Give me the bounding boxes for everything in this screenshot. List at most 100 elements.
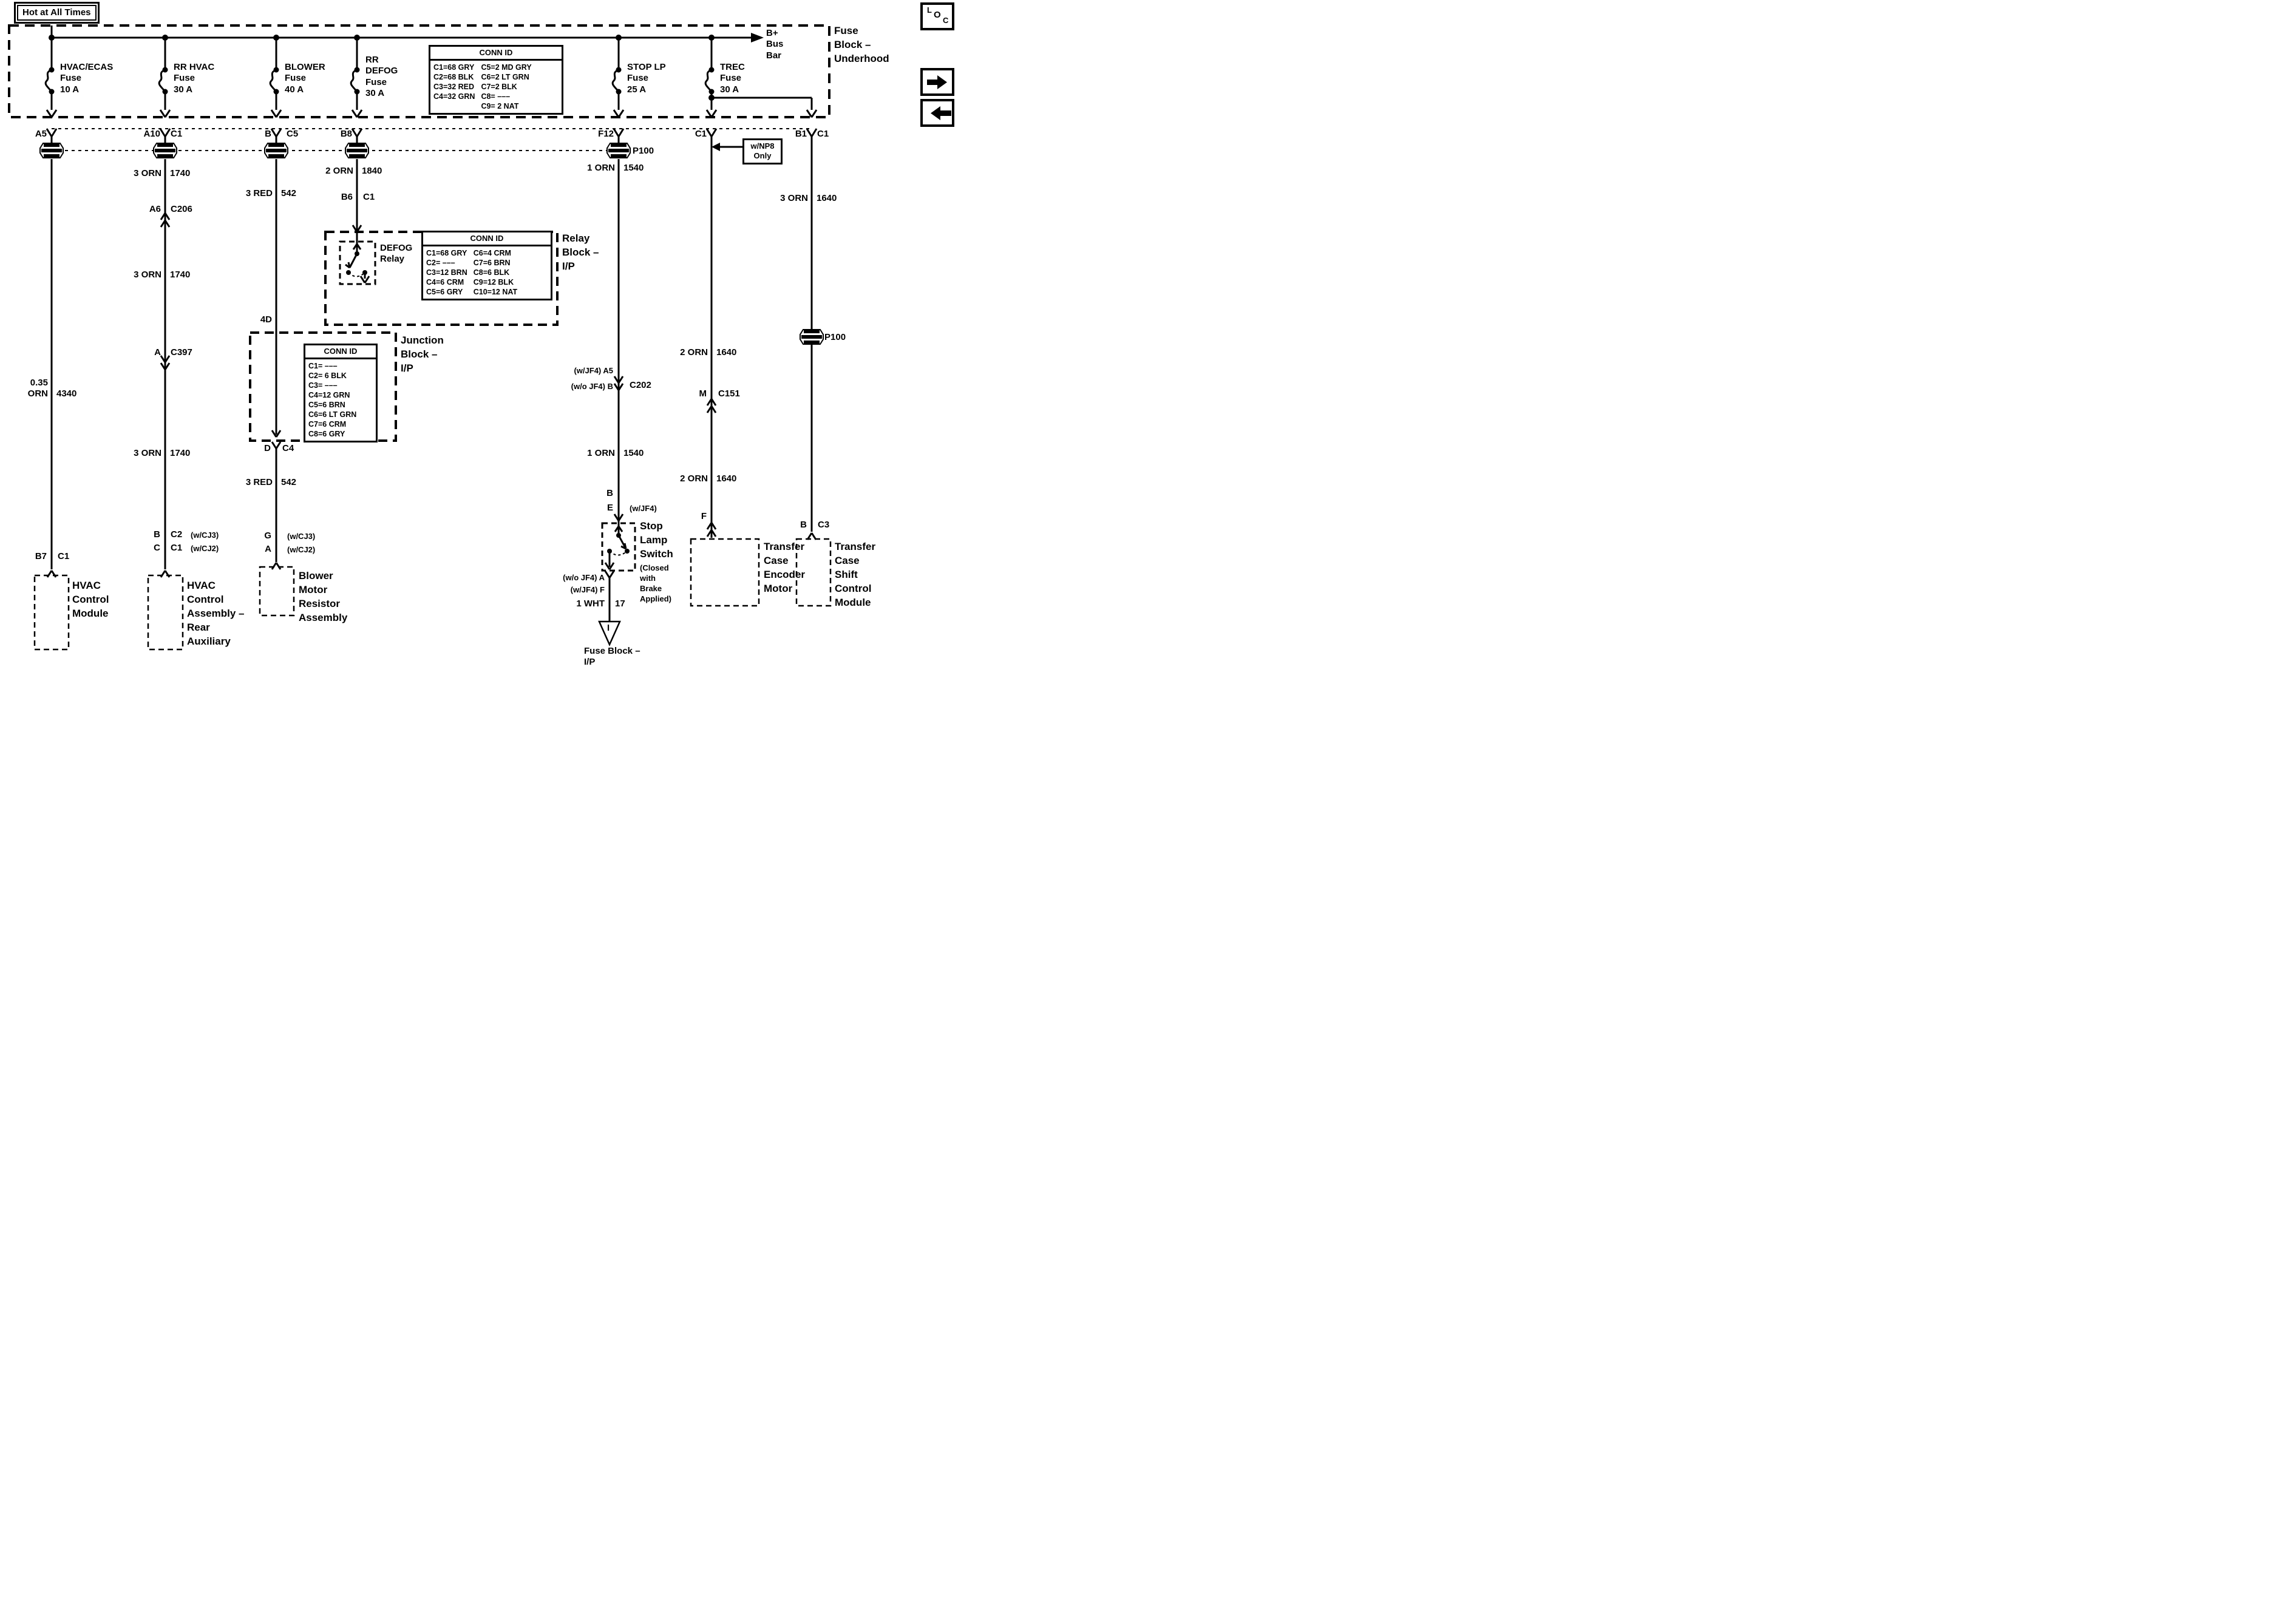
conn-id-col-a: C1=68 GRY C2= ––– C3=12 BRN C4=6 CRM C5=… (426, 249, 467, 296)
pin-a5: A5 (35, 129, 47, 139)
wiring-diagram-page: Hot at All Times Fuse Block – Underhood … (0, 0, 957, 674)
dest-triangle-letter: I (607, 623, 610, 633)
module-boxes (33, 538, 832, 651)
wire-gauge: 3 RED (245, 477, 273, 487)
conn-id-col-a: C1=68 GRY C2=68 BLK C3=32 RED C4=32 GRN (433, 63, 475, 101)
loc-box[interactable] (920, 2, 954, 30)
conn-id-title: CONN ID (305, 345, 376, 359)
conn-c151: C151 (718, 388, 740, 399)
pin-b7: B7 (35, 551, 47, 561)
prev-page-box[interactable] (920, 99, 954, 127)
pin-d: D (264, 443, 271, 453)
stop-lamp-switch (598, 514, 636, 647)
fuse-label-blower: BLOWER Fuse 40 A (285, 62, 325, 95)
defog-relay-label: DEFOG Relay (380, 243, 413, 265)
conn-id-rows: C1= ––– C2= 6 BLK C3= ––– C4=12 GRN C5=6… (308, 362, 357, 438)
conn-id-title: CONN ID (430, 47, 562, 61)
pin-c1-c: C1 (817, 129, 829, 139)
wire-circuit: 1740 (170, 448, 191, 458)
pin-b6: B6 (341, 192, 353, 202)
pin-a6: A6 (149, 204, 161, 214)
wire-circuit: 542 (281, 188, 297, 198)
note-cj2: (w/CJ2) (287, 545, 316, 554)
destination-triangle-icon (598, 620, 621, 647)
wire-circuit: 1740 (170, 168, 191, 178)
next-page-box[interactable] (920, 68, 954, 96)
out-pin-a: (w/o JF4) A (563, 573, 605, 582)
left-arrow-icon (940, 110, 951, 116)
p100-label: P100 (633, 146, 654, 156)
pin-4d: 4D (260, 314, 272, 325)
conn-id-title: CONN ID (423, 232, 551, 246)
hvac-control-assembly-box (147, 574, 184, 651)
wire-circuit: 1640 (716, 473, 737, 484)
wire-circuit: 1540 (623, 448, 644, 458)
pin-f-encoder: F (701, 511, 707, 521)
conn-id-col-b: C5=2 MD GRY C6=2 LT GRN C7=2 BLK C8= –––… (481, 63, 532, 110)
pin-e-note: (w/JF4) (630, 504, 657, 513)
bus-bar-label: B+ Bus Bar (766, 28, 784, 61)
pin-f12: F12 (598, 129, 614, 139)
wire-gauge: 3 ORN (134, 448, 161, 458)
dest-fuse-block-ip-label: Fuse Block – I/P (584, 646, 640, 668)
c202-connector-icon (613, 376, 624, 391)
fuse-block-underhood-border (8, 24, 830, 118)
pin-c1-b: C1 (695, 129, 707, 139)
p100-grommet-icon (606, 142, 631, 159)
encoder-f-connector-icon (706, 522, 717, 537)
wire-gauge: 1 ORN (587, 163, 615, 173)
conn-c397: C397 (171, 347, 192, 358)
pin-c2-hca: C2 (171, 529, 183, 540)
p100-right-label: P100 (824, 332, 846, 342)
relay-arm (345, 253, 358, 269)
relay-block-label: Relay Block – I/P (562, 232, 599, 272)
pin-c-hca: C (154, 543, 160, 553)
conn-id-table-junction: CONN ID C1= ––– C2= 6 BLK C3= ––– C4=12 … (304, 344, 378, 442)
out-pin-f: (w/JF4) F (570, 585, 605, 594)
wire-circuit: 1540 (623, 163, 644, 173)
fuse-label-stop-lp: STOP LP Fuse 25 A (627, 62, 666, 95)
pin-a-blower: A (265, 544, 271, 554)
stop-lamp-switch-note: (Closed with Brake Applied) (640, 563, 671, 603)
note-cj2: (w/CJ2) (191, 544, 219, 553)
connector-row (46, 128, 818, 151)
hvac-control-assembly-label: HVAC Control Assembly – Rear Auxiliary (187, 580, 245, 647)
wire-gauge: 3 RED (245, 188, 273, 198)
pin-c1-hca: C1 (171, 543, 183, 553)
note-cj3: (w/CJ3) (287, 532, 316, 541)
wire-circuit: 542 (281, 477, 297, 487)
pin-e-stop: E (606, 503, 613, 513)
pin-a: A (154, 347, 161, 358)
tc-shift-module-label: Transfer Case Shift Control Module (835, 541, 876, 608)
hvac-control-module-box (33, 574, 70, 651)
stop-lamp-switch-label: Stop Lamp Switch (640, 520, 673, 560)
pin-b-stop: B (606, 488, 613, 498)
wire-runs (50, 141, 813, 569)
pin-c1-hcm: C1 (58, 551, 70, 561)
conn-c202: C202 (630, 380, 651, 390)
wire-gauge: 3 ORN (134, 168, 161, 178)
wire-circuit: 1740 (170, 270, 191, 280)
wire-gauge: 0.35 ORN (27, 378, 48, 399)
pin-a10: A10 (143, 129, 160, 139)
conn-id-col-b: C6=4 CRM C7=6 BRN C8=6 BLK C9=12 BLK C10… (473, 249, 518, 296)
note-cj3: (w/CJ3) (191, 531, 219, 540)
np8-arrow-icon (712, 143, 742, 151)
np8-only-tag: w/NP8 Only (742, 138, 783, 164)
hvac-control-module-label: HVAC Control Module (72, 580, 109, 619)
pin-c5: C5 (287, 129, 299, 139)
hot-at-all-times-banner: Hot at All Times (14, 2, 100, 24)
fuse-block-underhood-label: Fuse Block – Underhood (834, 25, 889, 64)
bus-bar-arrow-icon (751, 33, 764, 42)
c202-jf4-pin: (w/JF4) A5 (574, 366, 613, 375)
pin-b1: B1 (795, 129, 807, 139)
wire-circuit: 1640 (716, 347, 737, 358)
pin-b8: B8 (340, 129, 352, 139)
wiring-svg (8, 2, 954, 651)
pin-m: M (699, 388, 707, 399)
fuse-label-rr-hvac: RR HVAC Fuse 30 A (174, 62, 215, 95)
wire-gauge: 1 WHT (576, 598, 605, 609)
wire-gauge: 3 ORN (134, 270, 161, 280)
right-arrow-icon (927, 80, 938, 85)
wire-gauge: 2 ORN (680, 347, 708, 358)
